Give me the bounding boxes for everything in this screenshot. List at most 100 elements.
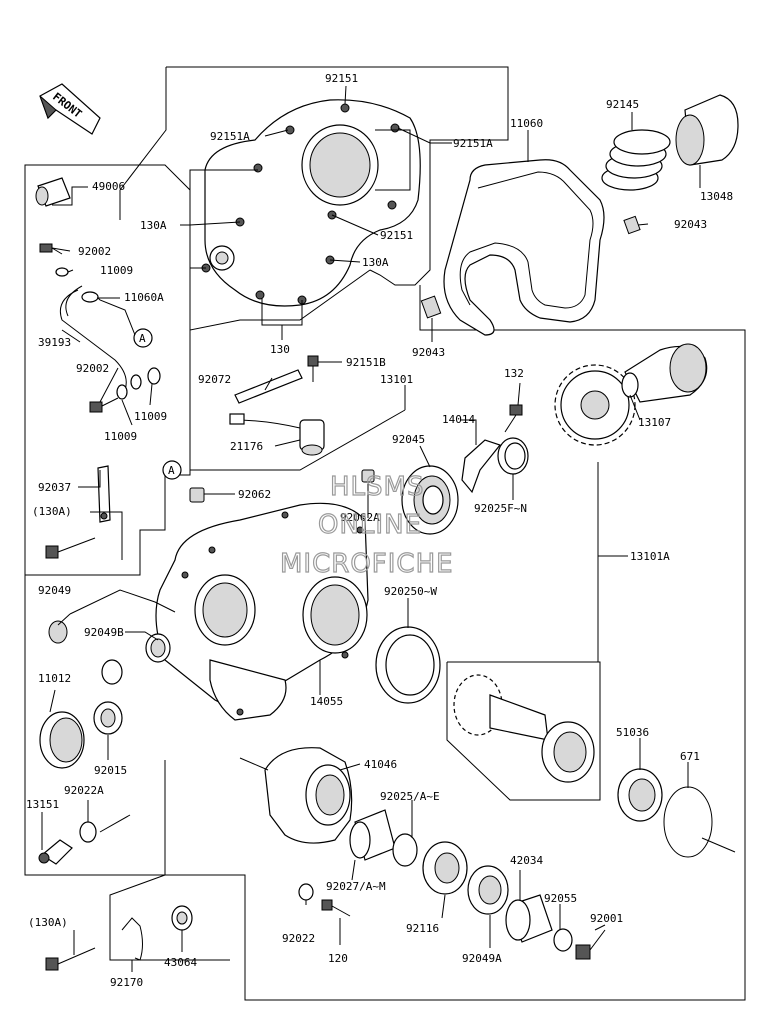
sleeve-92027 [349,809,396,861]
label-21176: 21176 [230,440,263,453]
bolt-92002-mid [89,397,119,413]
label-92043-right: 92043 [674,218,707,231]
label-92022: 92022 [282,932,315,945]
label-92037: 92037 [38,481,71,494]
housing-14055 [155,502,369,721]
label-92055: 92055 [544,892,577,905]
label-39193: 39193 [38,336,71,349]
label-920250-W: 920250~W [384,585,437,598]
gasket-11060 [443,159,605,336]
label-13101: 13101 [380,373,413,386]
washer-11060A [81,291,99,303]
label-132: 132 [504,367,524,380]
cam-13048 [675,94,739,166]
plug-92062 [189,487,205,503]
leader-lines [41,85,736,972]
label-14014: 14014 [442,413,475,426]
label-130: 130 [270,343,290,356]
label-92001: 92001 [590,912,623,925]
pinion-13107 [621,343,708,403]
washer-92022A [79,821,97,843]
label-11009-bottom: 11009 [104,430,137,443]
washer-11009-top [55,267,69,277]
seal-51036 [617,768,663,822]
washer-92049 [48,620,68,644]
label-92045: 92045 [392,433,425,446]
housing-41046 [264,747,353,844]
watermark-line-3: MICROFICHE [280,549,454,579]
bolt-92151B [307,355,319,382]
label-92025-A-E: 92025/A~E [380,790,440,803]
label-92049A: 92049A [462,952,502,965]
bolt-120 [321,899,351,917]
watermark: HLSMS ONLINE MICROFICHE [279,471,454,579]
label-11012: 11012 [38,672,71,685]
label-130A-left: 130A [140,219,167,232]
label-130A-right: 130A [362,256,389,269]
o-ring-671 [663,786,713,858]
label-13048: 13048 [700,190,733,203]
pipe-39193 [59,285,127,391]
cover-130 [201,99,421,307]
group-outlines [24,66,746,1001]
part-labels: 92151 92151A 92151A 130A 92151 130A 130 … [26,72,733,989]
seal-92045 [401,465,459,535]
tie-92072 [234,369,303,404]
seal-small [145,633,171,663]
watermark-line-1: HLSMS [330,472,424,502]
gear-42034 [505,894,553,943]
label-42034: 42034 [510,854,543,867]
label-92116: 92116 [406,922,439,935]
label-92151B: 92151B [346,356,386,369]
label-92002-mid: 92002 [76,362,109,375]
label-671: 671 [680,750,700,763]
label-11060: 11060 [510,117,543,130]
bracket-92037 [97,465,111,523]
label-92151A-right: 92151A [453,137,493,150]
pin-92043-right [623,215,641,235]
washer-11009-lower [116,367,161,400]
label-13101A: 13101A [630,550,670,563]
fitting-49006 [35,177,71,207]
nut-92015 [93,701,123,735]
label-92002-top: 92002 [78,245,111,258]
front-marker: FRONT [39,83,101,135]
shim-92025-A-E [392,833,418,867]
label-14055: 14055 [310,695,343,708]
sensor-21176 [229,413,325,456]
callout-a-upper: A [133,328,153,348]
label-92145: 92145 [606,98,639,111]
washer-92049B [101,659,123,685]
callout-a-lower: A [162,460,182,480]
label-13151: 13151 [26,798,59,811]
bearing-92049A [467,865,509,915]
label-51036: 51036 [616,726,649,739]
bolt-132 [504,404,523,433]
label-13107: 13107 [638,416,671,429]
label-92072: 92072 [198,373,231,386]
washer-92022 [298,883,314,901]
label-92022A: 92022A [64,784,104,797]
label-92049B: 92049B [84,626,124,639]
label-11009-top: 11009 [100,264,133,277]
shim-92025F-N [497,437,529,475]
label-92062A: 92062A [340,511,380,524]
callout-a-lower-label: A [168,464,175,477]
label-11009-right: 11009 [134,410,167,423]
bolt-92001 [575,929,606,960]
spring-92145 [601,129,671,191]
label-11060A: 11060A [124,291,164,304]
bevel-gear-assembly [453,674,595,783]
label-92151-mid: 92151 [380,229,413,242]
label-92027-A-M: 92027/A~M [326,880,386,893]
label-92170: 92170 [110,976,143,989]
label-92025F-N: 92025F~N [474,502,527,515]
label-92151A-left: 92151A [210,130,250,143]
label-92015: 92015 [94,764,127,777]
cap-11012 [39,711,85,769]
pin-92043-mid [420,295,442,319]
bearing-92116 [422,841,468,895]
gasket-920250-W [375,626,441,704]
bolt-130A-2 [45,947,96,971]
ring-92055 [553,928,573,952]
